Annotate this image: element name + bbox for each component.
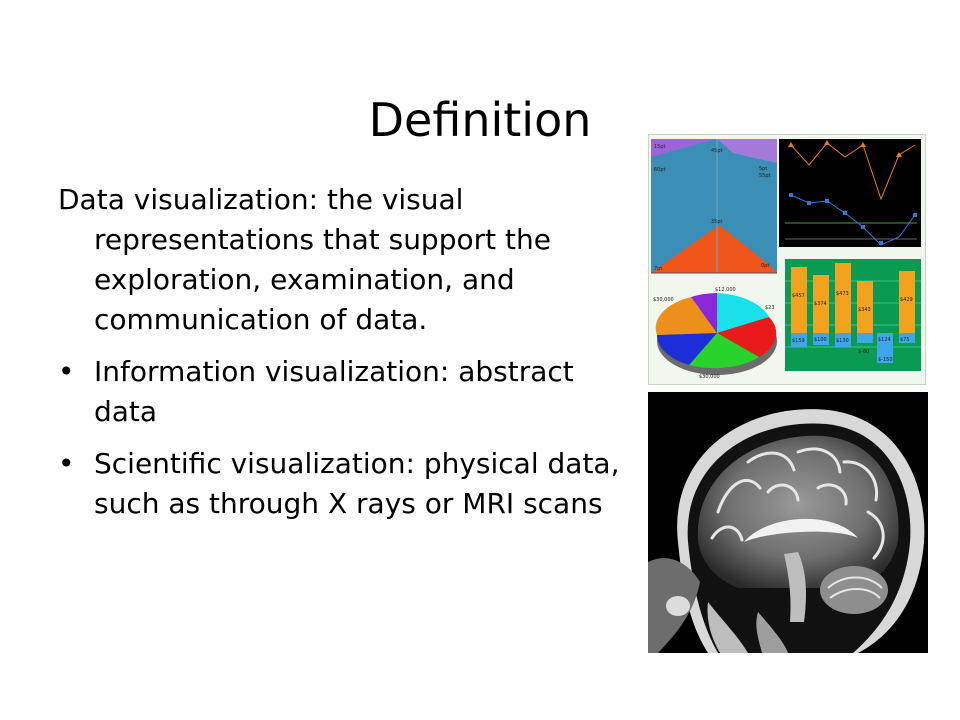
area-label: 45pt [711,148,723,154]
bullet-icon [58,444,94,484]
area-label: 0pt [761,263,769,269]
bullet-text: Information visualization: abstract data [94,355,574,428]
bullet-text: Scientific visualization: physical data,… [94,447,620,520]
bar3d-label: $473 [836,291,849,297]
pie-label: $23 [765,305,775,311]
line-chart-thumbnail [779,139,921,247]
mri-svg [648,392,928,653]
bar3d-label: $124 [878,337,891,343]
pie-label: $30,000 [653,297,674,303]
slide-body: Data visualization: the visual represent… [58,180,628,536]
area-label: 60pt [654,167,666,173]
bar3d-label: $100 [814,337,827,343]
mri-brain-scan-image [648,392,928,653]
bar3d-label: $-60 [858,349,869,355]
charts-collage-svg: 15pt 45pt 60pt 55pt 5pt 35pt 7pt 0pt [651,139,921,380]
bar3d-label: $343 [858,307,871,313]
area-chart-thumbnail: 15pt 45pt 60pt 55pt 5pt 35pt 7pt 0pt [651,139,777,274]
area-label: 15pt [654,144,666,150]
bullet-item-scientific: Scientific visualization: physical data,… [58,444,628,524]
charts-collage-image: 15pt 45pt 60pt 55pt 5pt 35pt 7pt 0pt [648,134,926,385]
area-label: 55pt [759,173,771,179]
bar3d-chart-thumbnail: $457 $374 $473 $343 $429 $159 $100 $130 … [785,259,921,371]
pie-label: $12,000 [715,287,736,293]
bar3d-label: $130 [836,338,849,344]
area-label: 35pt [711,219,723,225]
bar3d-label: $75 [900,337,910,343]
bar3d-label: $-150 [878,357,893,363]
bar3d-label: $457 [792,293,805,299]
bullet-icon [58,352,94,392]
bullet-item-information: Information visualization: abstract data [58,352,628,432]
bar3d-label: $374 [814,301,827,307]
bar3d-label: $429 [900,297,913,303]
pie-chart-thumbnail: $12,000 $30,000 $23 $30,000 [653,287,777,380]
area-label: 7pt [654,266,662,272]
area-label: 5pt [759,166,767,172]
definition-paragraph: Data visualization: the visual represent… [58,183,551,336]
pie-label: $30,000 [699,374,720,380]
bar3d-label: $159 [792,338,805,344]
slide-title: Definition [368,92,592,147]
